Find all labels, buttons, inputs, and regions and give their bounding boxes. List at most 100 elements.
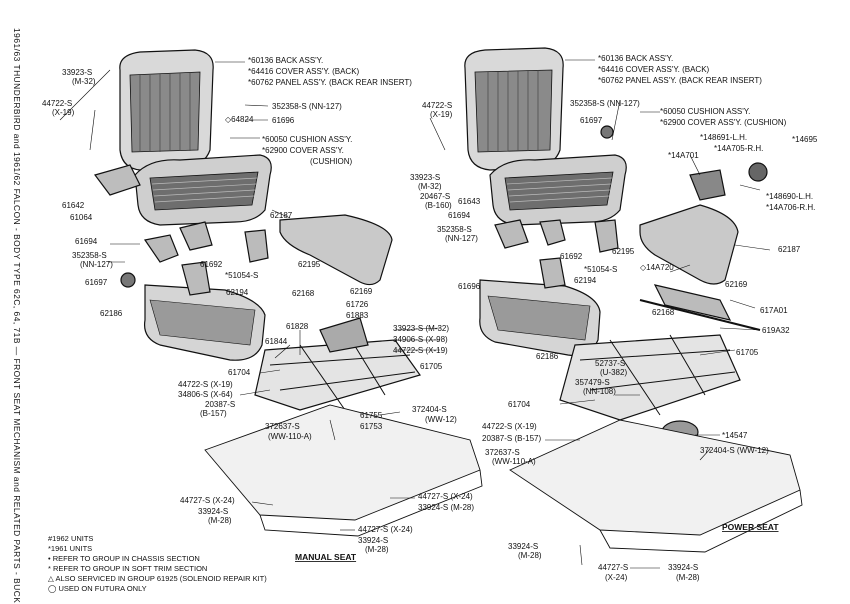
callout: 33923-S xyxy=(62,68,92,77)
callout: 61753 xyxy=(360,422,383,431)
callout: 62195 xyxy=(298,260,321,269)
callout: 33924-S (M-28) xyxy=(418,503,474,512)
power-seat-drawing xyxy=(429,47,803,569)
callout: 44722-S (X-19) xyxy=(482,422,537,431)
manual-seat-heading: MANUAL SEAT xyxy=(295,552,357,562)
callout: 61694 xyxy=(448,211,471,220)
callout: *64416 COVER ASS'Y. (BACK) xyxy=(248,67,360,76)
callout: *60136 BACK ASS'Y. xyxy=(248,56,323,65)
callout: 61692 xyxy=(200,260,223,269)
callout: 61642 xyxy=(62,201,85,210)
callout: 61697 xyxy=(580,116,603,125)
callout: 33923-S (M-32) xyxy=(393,324,449,333)
callout: (NN-127) xyxy=(80,260,113,269)
callout: 62168 xyxy=(652,308,675,317)
callout: *14A701 xyxy=(668,151,699,160)
callout: (WW-110-A) xyxy=(492,457,536,466)
callout: (M-28) xyxy=(208,516,232,525)
callout: 33924-S xyxy=(198,507,228,516)
callout: (M-32) xyxy=(418,182,442,191)
callout: (M-28) xyxy=(518,551,542,560)
callout: 44727-S (X-24) xyxy=(358,525,413,534)
callout: 62194 xyxy=(574,276,597,285)
callout: 372637-S xyxy=(485,448,520,457)
callout: 61692 xyxy=(560,252,583,261)
power-seat-heading: POWER SEAT xyxy=(722,522,779,532)
manual-callouts: 33923-S (M-32) 44722-S (X-19) *60136 BAC… xyxy=(42,56,474,562)
legend-item: * REFER TO GROUP IN SOFT TRIM SECTION xyxy=(48,564,207,573)
callout: (B-157) xyxy=(200,409,227,418)
legend-item: • REFER TO GROUP IN CHASSIS SECTION xyxy=(48,554,200,563)
callout: 61705 xyxy=(736,348,759,357)
callout: 33924-S xyxy=(668,563,698,572)
callout: 61694 xyxy=(75,237,98,246)
callout: 619A32 xyxy=(762,326,790,335)
callout: 62187 xyxy=(270,211,293,220)
manual-inner-shield xyxy=(279,214,393,286)
callout: 52737-S xyxy=(595,359,625,368)
callout: 352358-S (NN-127) xyxy=(272,102,342,111)
callout: (X-19) xyxy=(430,110,453,119)
legend-item: #1962 UNITS xyxy=(48,534,93,543)
callout: 352358-S (NN-127) xyxy=(570,99,640,108)
callout: 34906-S (X-98) xyxy=(393,335,448,344)
callout: 33924-S xyxy=(358,536,388,545)
callout: (M-32) xyxy=(72,77,96,86)
callout: 372404-S (WW-12) xyxy=(700,446,769,455)
callout: *51054-S xyxy=(225,271,258,280)
callout: 62168 xyxy=(292,289,315,298)
callout: (X-24) xyxy=(605,573,628,582)
callout: 33923-S xyxy=(410,173,440,182)
power-seat-track xyxy=(559,334,741,421)
callout: (U-382) xyxy=(600,368,627,377)
callout: 33924-S xyxy=(508,542,538,551)
callout: *14A705-R.H. xyxy=(714,144,763,153)
callout: 372404-S xyxy=(412,405,447,414)
callout: 61643 xyxy=(458,197,481,206)
callout: 61704 xyxy=(508,400,531,409)
callout: *60762 PANEL ASS'Y. (BACK REAR INSERT) xyxy=(248,78,412,87)
callout: 62169 xyxy=(350,287,373,296)
callout: 44722-S xyxy=(42,99,72,108)
callout: 61705 xyxy=(420,362,443,371)
callout: 20387-S xyxy=(205,400,235,409)
callout: *14A706-R.H. xyxy=(766,203,815,212)
callout: 44727-S (X-24) xyxy=(418,492,473,501)
callout: 357479-S xyxy=(575,378,610,387)
callout: 61883 xyxy=(346,311,369,320)
callout: (NN-108) xyxy=(583,387,616,396)
callout: 61726 xyxy=(346,300,369,309)
callout: *14695 xyxy=(792,135,818,144)
callout: 20387-S (B-157) xyxy=(482,434,541,443)
legend: #1962 UNITS *1961 UNITS • REFER TO GROUP… xyxy=(48,534,267,593)
callout: (CUSHION) xyxy=(310,157,353,166)
callout: 62194 xyxy=(226,288,249,297)
callout: 44722-S xyxy=(422,101,452,110)
callout: 372637-S xyxy=(265,422,300,431)
power-callouts: *60136 BACK ASS'Y. *64416 COVER ASS'Y. (… xyxy=(410,54,818,582)
callout: 61844 xyxy=(265,337,288,346)
callout: 352358-S xyxy=(72,251,107,260)
callout: 44722-S (X-19) xyxy=(178,380,233,389)
side-title-text: 1961/63 THUNDERBIRD and 1961/62 FALCON -… xyxy=(12,28,22,604)
callout: (B-160) xyxy=(425,201,452,210)
manual-seat-drawing xyxy=(59,49,483,537)
callout: (WW-110-A) xyxy=(268,432,312,441)
callout: (X-19) xyxy=(52,108,75,117)
callout: 62186 xyxy=(536,352,559,361)
legend-item: ◯ USED ON FUTURA ONLY xyxy=(48,584,147,593)
callout: 34806-S (X-64) xyxy=(178,390,233,399)
callout: (M-28) xyxy=(676,573,700,582)
callout: 62195 xyxy=(612,247,635,256)
callout: *148690-L.H. xyxy=(766,192,813,201)
callout: (NN-127) xyxy=(445,234,478,243)
callout: *62900 COVER ASS'Y. xyxy=(262,146,344,155)
callout: 617A01 xyxy=(760,306,788,315)
callout: 61064 xyxy=(70,213,93,222)
callout: *64416 COVER ASS'Y. (BACK) xyxy=(598,65,710,74)
callout: 61696 xyxy=(458,282,481,291)
callout: 352358-S xyxy=(437,225,472,234)
callout: *60050 CUSHION ASS'Y. xyxy=(262,135,352,144)
callout: *51054-S xyxy=(584,265,617,274)
